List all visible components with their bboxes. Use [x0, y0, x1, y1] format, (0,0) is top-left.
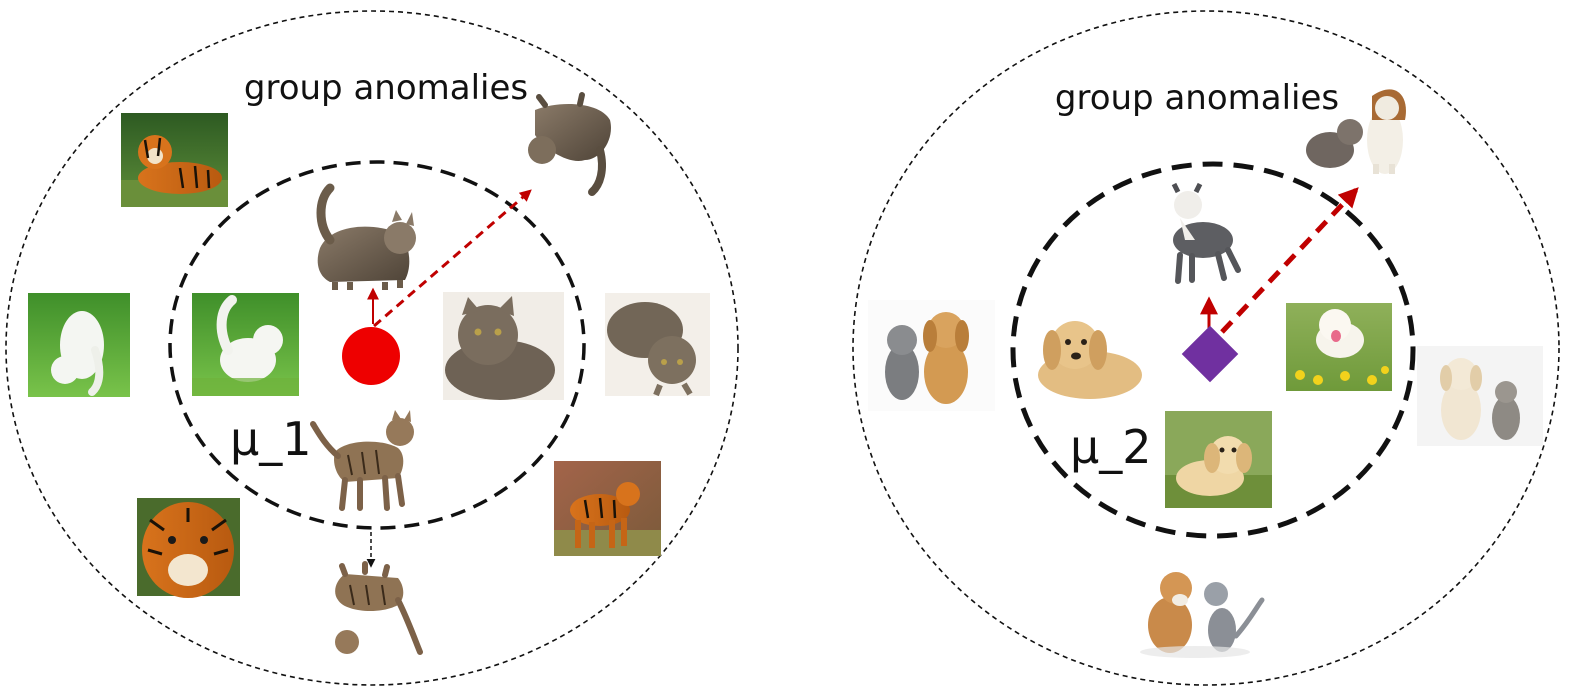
red-center-marker — [342, 327, 400, 385]
white-cat-rotated-image — [28, 293, 130, 397]
anomaly-arrow-left — [373, 189, 532, 328]
mu-2-label: μ_2 — [1070, 420, 1152, 474]
purple-center-marker — [1181, 325, 1239, 383]
inner-boundary-left — [168, 160, 586, 530]
mu-1-label: μ_1 — [230, 412, 312, 466]
left-group-anomalies-label: group anomalies — [244, 68, 528, 108]
fluffy-tabby-cat-image — [443, 292, 564, 400]
right-panel: group anomalies μ_2 — [852, 10, 1560, 686]
pitbull-dog-image — [1171, 182, 1241, 284]
puppy-and-kitten-image — [1417, 346, 1543, 446]
tiger-face-image — [137, 498, 240, 598]
upside-down-cat-image — [528, 92, 611, 196]
bulldog-and-kitten-image — [1140, 572, 1265, 658]
kitten-and-puppy-image — [868, 300, 995, 411]
cat-and-collie-image — [1306, 89, 1406, 174]
rotated-fluffy-cat-image — [605, 293, 710, 397]
upside-down-walking-cat-image — [335, 561, 423, 655]
standing-cat-image — [316, 183, 416, 290]
anomaly-arrow-right — [1220, 187, 1359, 334]
inner-boundary-right — [1010, 161, 1416, 539]
outer-boundary-right — [852, 10, 1560, 686]
right-group-anomalies-label: group anomalies — [1055, 78, 1339, 118]
tiger-standing-image — [554, 461, 661, 556]
white-cat-on-grass-image — [192, 293, 299, 396]
tiger-lying-image — [121, 113, 228, 207]
walking-tabby-cat-image — [310, 410, 414, 511]
lying-puppy-image — [1031, 310, 1144, 404]
left-panel: group anomalies μ_1 — [5, 10, 739, 686]
outer-boundary-left — [5, 10, 739, 686]
retriever-in-flowers-image — [1286, 303, 1392, 391]
sitting-puppy-grass-image — [1165, 411, 1272, 508]
